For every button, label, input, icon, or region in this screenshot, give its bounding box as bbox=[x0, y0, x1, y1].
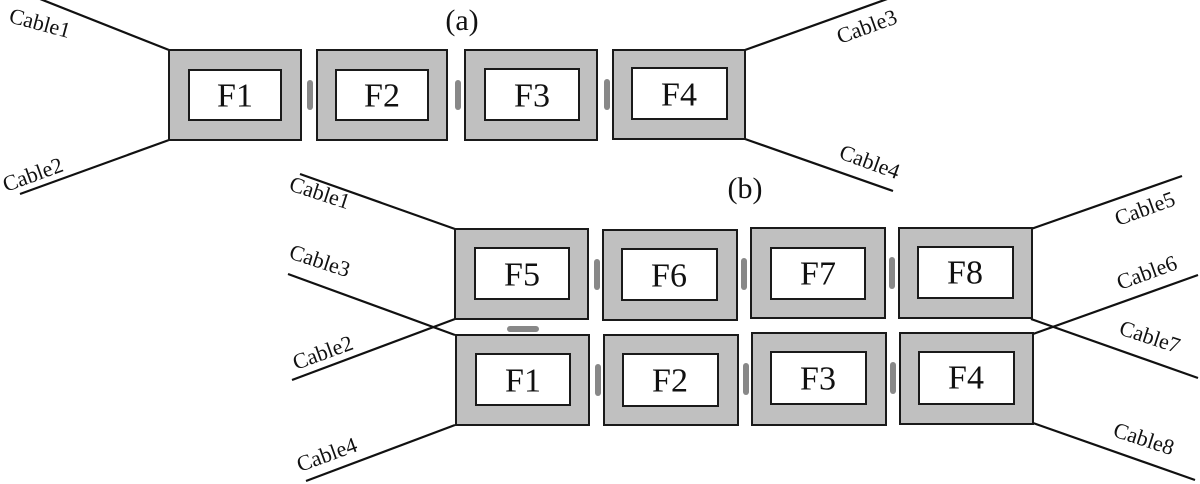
cable-line bbox=[1032, 421, 1196, 482]
connector bbox=[743, 363, 749, 395]
panel-label-a: (a) bbox=[445, 4, 478, 37]
cable-label: Cable5 bbox=[1111, 186, 1178, 231]
cable-label: Cable4 bbox=[293, 432, 360, 477]
cable-line bbox=[744, 0, 888, 52]
frame: F4 bbox=[612, 49, 746, 140]
connector bbox=[890, 362, 896, 394]
panel-b: (b) Cable1 Cable3 Cable2 Cable4 Cable5 C… bbox=[286, 171, 1199, 483]
connector bbox=[455, 80, 461, 110]
frame: F7 bbox=[750, 227, 886, 319]
connector bbox=[604, 79, 610, 110]
frame: F1 bbox=[168, 49, 302, 141]
cable-label: Cable6 bbox=[1113, 250, 1180, 295]
cable-line bbox=[1030, 174, 1183, 231]
frame-label: F1 bbox=[505, 363, 541, 400]
cable-line bbox=[287, 272, 456, 337]
cable-line bbox=[39, 0, 170, 52]
frame: F1 bbox=[455, 334, 590, 426]
frame-label: F1 bbox=[217, 78, 253, 115]
frame-label: F2 bbox=[652, 363, 688, 400]
cable-label: Cable4 bbox=[836, 139, 903, 184]
frame: F4 bbox=[899, 332, 1034, 425]
frame-label: F3 bbox=[514, 78, 550, 115]
connector bbox=[595, 364, 601, 396]
cable-line bbox=[299, 172, 456, 231]
connector bbox=[307, 80, 313, 110]
cable-label: Cable3 bbox=[833, 4, 900, 49]
frame-label: F4 bbox=[661, 77, 697, 114]
frame-label: F7 bbox=[800, 256, 836, 293]
panel-label-b: (b) bbox=[728, 172, 763, 205]
frame: F2 bbox=[603, 334, 739, 426]
cable-line bbox=[19, 138, 170, 196]
connector bbox=[741, 258, 747, 290]
cable-line bbox=[1032, 273, 1199, 336]
connector bbox=[594, 259, 600, 290]
frame-label: F6 bbox=[651, 258, 687, 295]
cable-label: Cable7 bbox=[1116, 315, 1183, 358]
cable-line bbox=[305, 423, 456, 483]
cable-line bbox=[291, 317, 456, 382]
cable-line bbox=[1030, 317, 1199, 380]
frame: F3 bbox=[751, 332, 887, 426]
frame-label: F2 bbox=[364, 78, 400, 115]
frame: F3 bbox=[464, 49, 598, 141]
frame: F8 bbox=[898, 227, 1033, 319]
frame-label: F4 bbox=[948, 360, 984, 397]
frame: F5 bbox=[454, 228, 589, 320]
frame-label: F5 bbox=[504, 257, 540, 294]
frame-label: F8 bbox=[947, 255, 983, 292]
frame: F6 bbox=[602, 229, 738, 321]
panel-a: (a) Cable1 Cable2 Cable3 Cable4 F1 F2 F3 bbox=[0, 0, 903, 197]
connector bbox=[889, 257, 895, 289]
connector bbox=[507, 326, 539, 332]
cable-label: Cable3 bbox=[286, 239, 353, 282]
cable-line bbox=[744, 137, 894, 193]
cable-label: Cable1 bbox=[286, 171, 353, 214]
frame-label: F3 bbox=[800, 361, 836, 398]
frame: F2 bbox=[316, 49, 448, 141]
